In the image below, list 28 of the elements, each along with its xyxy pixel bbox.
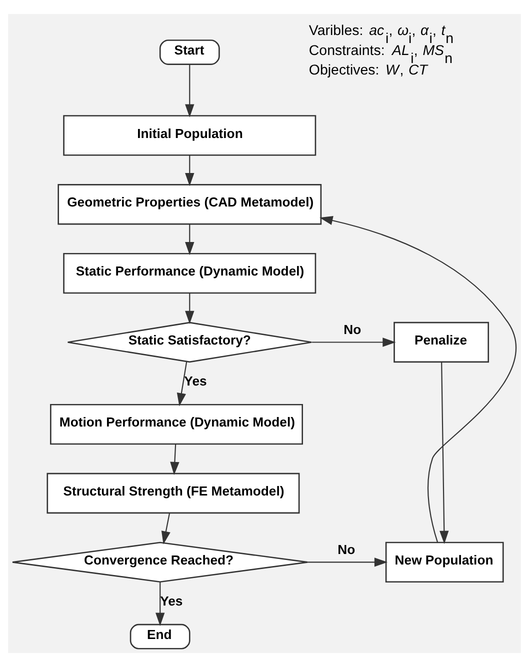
edge-label: No: [344, 322, 362, 337]
arrow: [176, 360, 188, 406]
node-box: Static Performance (Dynamic Model): [63, 252, 316, 294]
arrow: [320, 215, 516, 542]
node-box: Penalize: [394, 321, 489, 362]
arrow: [185, 224, 194, 255]
arrow: [161, 512, 170, 544]
arrow: [312, 337, 396, 346]
node-box: Motion Performance (Dynamic Model): [50, 403, 303, 444]
edge-label: Yes: [184, 373, 207, 388]
arrow: [440, 362, 449, 544]
arrow: [185, 64, 194, 117]
node-box: End: [130, 623, 190, 649]
arrow: [170, 444, 180, 475]
arrow: [308, 557, 388, 566]
arrow: [185, 292, 194, 324]
arrow: [185, 155, 194, 186]
node-box: New Population: [385, 541, 504, 582]
node-diamond: Static Satisfactory?: [67, 321, 312, 362]
node-box: Start: [159, 39, 220, 64]
edge-label: No: [338, 542, 356, 557]
label: Objectives: W, CT: [308, 62, 428, 78]
arrow: [156, 582, 165, 626]
node-box: Geometric Properties (CAD Metamodel): [58, 184, 322, 224]
node-box: Initial Population: [63, 114, 316, 156]
node-box: Structural Strength (FE Metamodel): [46, 472, 300, 514]
node-diamond: Convergence Reached?: [12, 541, 308, 582]
edge-label: Yes: [160, 593, 183, 608]
